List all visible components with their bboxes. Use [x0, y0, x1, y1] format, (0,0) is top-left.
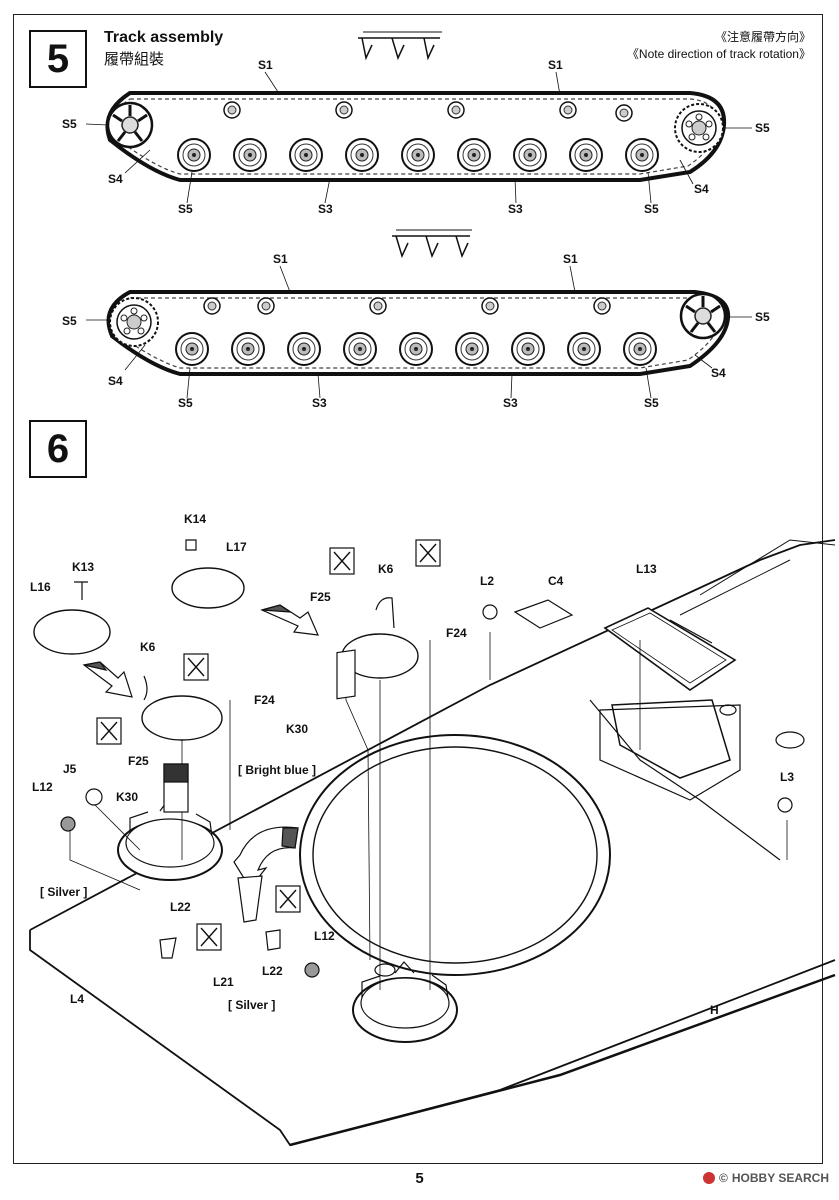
track1-label-bottom-1: S5	[178, 202, 193, 216]
part-label-c4: C4	[548, 574, 564, 588]
step-6-number-box: 6	[29, 420, 87, 478]
paint-label-bright-blue: [ Bright blue ]	[238, 763, 316, 777]
cupola-right	[352, 961, 458, 1043]
step-6-number: 6	[46, 426, 70, 471]
track1-label-top-left: S1	[258, 58, 273, 72]
step-5-number: 5	[46, 36, 70, 81]
small-parts	[60, 539, 793, 978]
part-label-k30-left: K30	[116, 790, 139, 804]
part-label-f25-left: F25	[128, 754, 149, 768]
track2-label-top-right: S1	[563, 252, 578, 266]
hobby-search-logo-icon	[703, 1172, 716, 1184]
part-label-l12-right: L12	[314, 929, 335, 943]
track2-label-bottom-3: S3	[503, 396, 518, 410]
part-label-f24-left: F24	[254, 693, 275, 707]
track2-label-left-end: S5	[62, 314, 77, 328]
part-label-l12-left: L12	[32, 780, 53, 794]
watermark-prefix: ©	[719, 1171, 728, 1185]
rotation-note-english: 《Note direction of track rotation》	[626, 47, 811, 61]
track2-label-bottom-4: S5	[644, 396, 659, 410]
instruction-page-frame	[13, 14, 823, 1164]
track1-label-left-bottom: S4	[108, 172, 123, 186]
part-label-k30-right: K30	[286, 722, 309, 736]
hull-deck-H	[29, 539, 836, 1147]
part-label-j5: J5	[63, 762, 77, 776]
track1-label-top-right: S1	[548, 58, 563, 72]
part-label-l2: L2	[480, 574, 495, 588]
hatch-rings	[33, 567, 419, 741]
track2-label-right-bottom: S4	[711, 366, 726, 380]
part-label-l3: L3	[780, 770, 795, 784]
part-label-l17: L17	[226, 540, 247, 554]
step-5-leader-lines	[85, 71, 752, 399]
part-label-k14: K14	[184, 512, 207, 526]
part-label-f24-right: F24	[446, 626, 467, 640]
track1-label-right-end: S5	[755, 121, 770, 135]
step-5-title: Track assembly	[104, 29, 224, 46]
rotation-note-chinese: 《注意履帶方向》	[714, 30, 811, 44]
part-label-h: H	[710, 1003, 719, 1017]
track-assembly-lower	[106, 229, 731, 376]
paint-cross-icons	[96, 539, 441, 951]
track-assembly-upper	[105, 31, 727, 182]
part-label-k6-right: K6	[378, 562, 394, 576]
track1-label-bottom-2: S3	[318, 202, 333, 216]
part-label-l22-left: L22	[170, 900, 191, 914]
track2-label-top-left: S1	[273, 252, 288, 266]
watermark: © HOBBY SEARCH	[703, 1171, 829, 1185]
part-label-k13: K13	[72, 560, 95, 574]
watermark-text: HOBBY SEARCH	[731, 1171, 829, 1185]
track2-label-left-bottom: S4	[108, 374, 123, 388]
track2-label-right-end: S5	[755, 310, 770, 324]
part-label-f25-right: F25	[310, 590, 331, 604]
part-label-l16: L16	[30, 580, 51, 594]
track1-label-left-end: S5	[62, 117, 77, 131]
part-label-k6-left: K6	[140, 640, 156, 654]
track1-label-bottom-4: S5	[644, 202, 659, 216]
page-number: 5	[415, 1170, 424, 1187]
part-label-l21: L21	[213, 975, 234, 989]
assembly-lines	[69, 632, 788, 990]
track1-label-right-bottom: S4	[694, 182, 709, 196]
step-5-subtitle: 履帶組裝	[104, 50, 165, 68]
hatch-L13	[603, 607, 737, 691]
part-label-l22-right: L22	[262, 964, 283, 978]
part-label-l13: L13	[636, 562, 657, 576]
step-5-number-box: 5	[29, 30, 87, 88]
direction-arrows	[82, 604, 319, 890]
track1-label-bottom-3: S3	[508, 202, 523, 216]
track2-label-bottom-1: S5	[178, 396, 193, 410]
part-label-l4: L4	[70, 992, 85, 1006]
paint-label-silver-right: [ Silver ]	[228, 998, 276, 1012]
cupola-left	[117, 799, 223, 881]
paint-label-silver-left: [ Silver ]	[40, 885, 88, 899]
track2-label-bottom-2: S3	[312, 396, 327, 410]
